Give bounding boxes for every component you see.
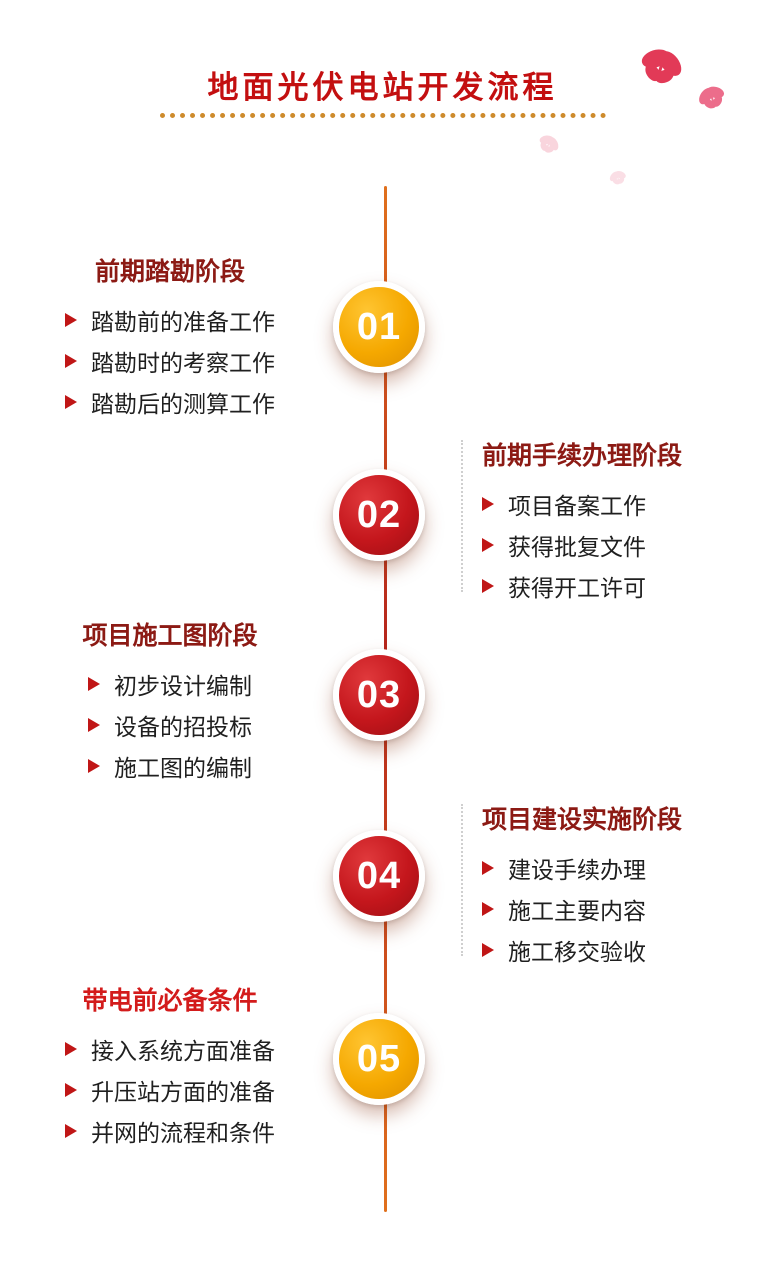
arrow-bullet-icon (65, 395, 77, 409)
step-4-heading: 项目建设实施阶段 (482, 806, 683, 834)
arrow-bullet-icon (482, 861, 494, 875)
step-2-item: 获得开工许可 (482, 569, 646, 603)
butterfly-icon (533, 129, 565, 159)
arrow-bullet-icon (88, 677, 100, 691)
step-4-items: 建设手续办理 施工主要内容 施工移交验收 (482, 844, 646, 974)
arrow-bullet-icon (65, 1083, 77, 1097)
step-5-items: 接入系统方面准备 升压站方面的准备 并网的流程和条件 (65, 1025, 275, 1155)
step-3-items: 初步设计编制 设备的招投标 施工图的编制 (88, 660, 252, 790)
step-4-item: 建设手续办理 (482, 851, 646, 885)
step-3-circle: 03 (333, 649, 425, 741)
page-title: 地面光伏电站开发流程 (207, 70, 558, 105)
arrow-bullet-icon (482, 497, 494, 511)
arrow-bullet-icon (88, 718, 100, 732)
step-2-circle: 02 (333, 469, 425, 561)
step-4-block: 项目建设实施阶段 建设手续办理 施工主要内容 施工移交验收 (482, 800, 732, 974)
step-1-item: 踏勘时的考察工作 (65, 344, 275, 378)
butterfly-icon (606, 167, 630, 188)
arrow-bullet-icon (482, 902, 494, 916)
arrow-bullet-icon (482, 943, 494, 957)
step-2-separator (461, 440, 463, 592)
step-2-item: 项目备案工作 (482, 487, 646, 521)
step-4-item: 施工主要内容 (482, 892, 646, 926)
arrow-bullet-icon (482, 579, 494, 593)
step-4-separator (461, 804, 463, 956)
step-3-number: 03 (356, 673, 402, 716)
arrow-bullet-icon (65, 313, 77, 327)
arrow-bullet-icon (482, 538, 494, 552)
step-5-number: 05 (356, 1037, 402, 1080)
step-5-item: 并网的流程和条件 (65, 1114, 275, 1148)
step-5-circle: 05 (333, 1013, 425, 1105)
step-2-items: 项目备案工作 获得批复文件 获得开工许可 (482, 480, 646, 610)
step-2-number: 02 (356, 493, 402, 536)
step-5-item: 升压站方面的准备 (65, 1073, 275, 1107)
step-5-heading: 带电前必备条件 (82, 987, 258, 1015)
step-1-block: 前期踏勘阶段 踏勘前的准备工作 踏勘时的考察工作 踏勘后的测算工作 (30, 252, 310, 426)
arrow-bullet-icon (65, 1124, 77, 1138)
step-4-circle: 04 (333, 830, 425, 922)
step-2-item: 获得批复文件 (482, 528, 646, 562)
step-1-items: 踏勘前的准备工作 踏勘时的考察工作 踏勘后的测算工作 (65, 296, 275, 426)
step-4-number: 04 (356, 854, 402, 897)
step-4-item: 施工移交验收 (482, 933, 646, 967)
step-3-item: 施工图的编制 (88, 749, 252, 783)
step-3-heading: 项目施工图阶段 (82, 622, 258, 650)
step-1-number: 01 (356, 305, 402, 348)
step-5-block: 带电前必备条件 接入系统方面准备 升压站方面的准备 并网的流程和条件 (25, 981, 315, 1155)
step-2-heading: 前期手续办理阶段 (482, 442, 683, 470)
arrow-bullet-icon (88, 759, 100, 773)
step-3-item: 设备的招投标 (88, 708, 252, 742)
arrow-bullet-icon (65, 1042, 77, 1056)
arrow-bullet-icon (65, 354, 77, 368)
step-3-item: 初步设计编制 (88, 667, 252, 701)
step-1-item: 踏勘后的测算工作 (65, 385, 275, 419)
step-1-circle: 01 (333, 281, 425, 373)
step-2-block: 前期手续办理阶段 项目备案工作 获得批复文件 获得开工许可 (482, 436, 732, 610)
title-underline (160, 110, 606, 118)
step-5-item: 接入系统方面准备 (65, 1032, 275, 1066)
step-3-block: 项目施工图阶段 初步设计编制 设备的招投标 施工图的编制 (30, 616, 310, 790)
step-1-item: 踏勘前的准备工作 (65, 303, 275, 337)
step-1-heading: 前期踏勘阶段 (94, 258, 245, 286)
